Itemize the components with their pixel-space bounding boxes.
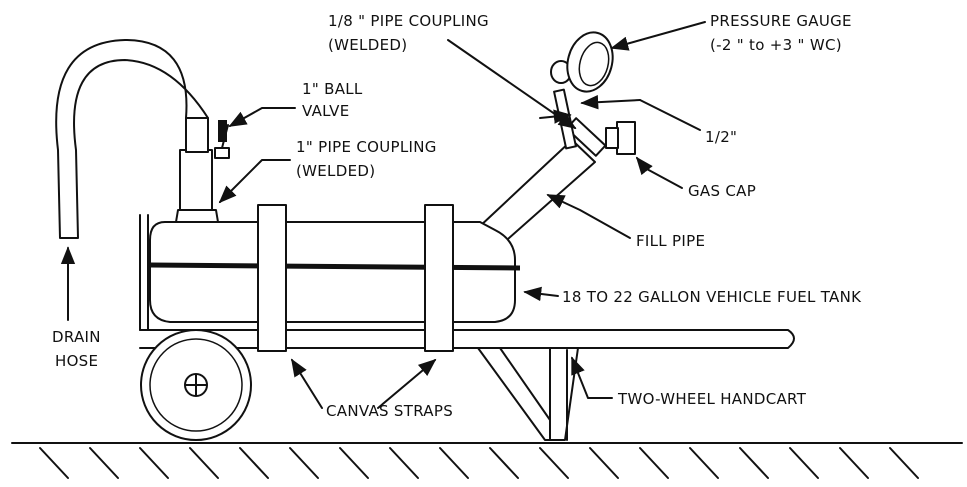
label-ball-valve-2: VALVE — [302, 102, 350, 120]
drain-hose — [55, 39, 209, 239]
two-wheel-handcart — [139, 214, 795, 441]
cart-wheel — [140, 329, 252, 441]
label-ball-valve: 1" BALL — [302, 80, 363, 98]
labels: 1/8 " PIPE COUPLING (WELDED) PRESSURE GA… — [52, 12, 862, 420]
label-fuel-tank: 18 TO 22 GALLON VEHICLE FUEL TANK — [562, 288, 862, 306]
fill-pipe — [477, 117, 607, 247]
leader-lines — [60, 21, 706, 409]
fuel-tank — [149, 221, 521, 323]
canvas-straps — [257, 204, 454, 352]
valve-assembly — [175, 117, 230, 223]
label-pipe-coupling-large-welded: (WELDED) — [296, 162, 375, 180]
label-pressure-gauge: PRESSURE GAUGE — [710, 12, 852, 30]
label-pipe-coupling-small-welded: (WELDED) — [328, 36, 407, 54]
label-pipe-coupling-large: 1" PIPE COUPLING — [296, 138, 437, 156]
label-handcart: TWO-WHEEL HANDCART — [617, 390, 807, 408]
ground — [11, 442, 963, 479]
label-pressure-gauge-range: (-2 " to +3 " WC) — [710, 36, 842, 54]
label-half-inch: 1/2" — [705, 128, 737, 146]
label-fill-pipe: FILL PIPE — [636, 232, 705, 250]
gas-cap — [605, 121, 636, 155]
label-gas-cap: GAS CAP — [688, 182, 756, 200]
label-drain: DRAIN — [52, 328, 101, 346]
label-pipe-coupling-small: 1/8 " PIPE COUPLING — [328, 12, 489, 30]
label-hose: HOSE — [55, 352, 98, 370]
label-canvas-straps: CANVAS STRAPS — [326, 402, 453, 420]
